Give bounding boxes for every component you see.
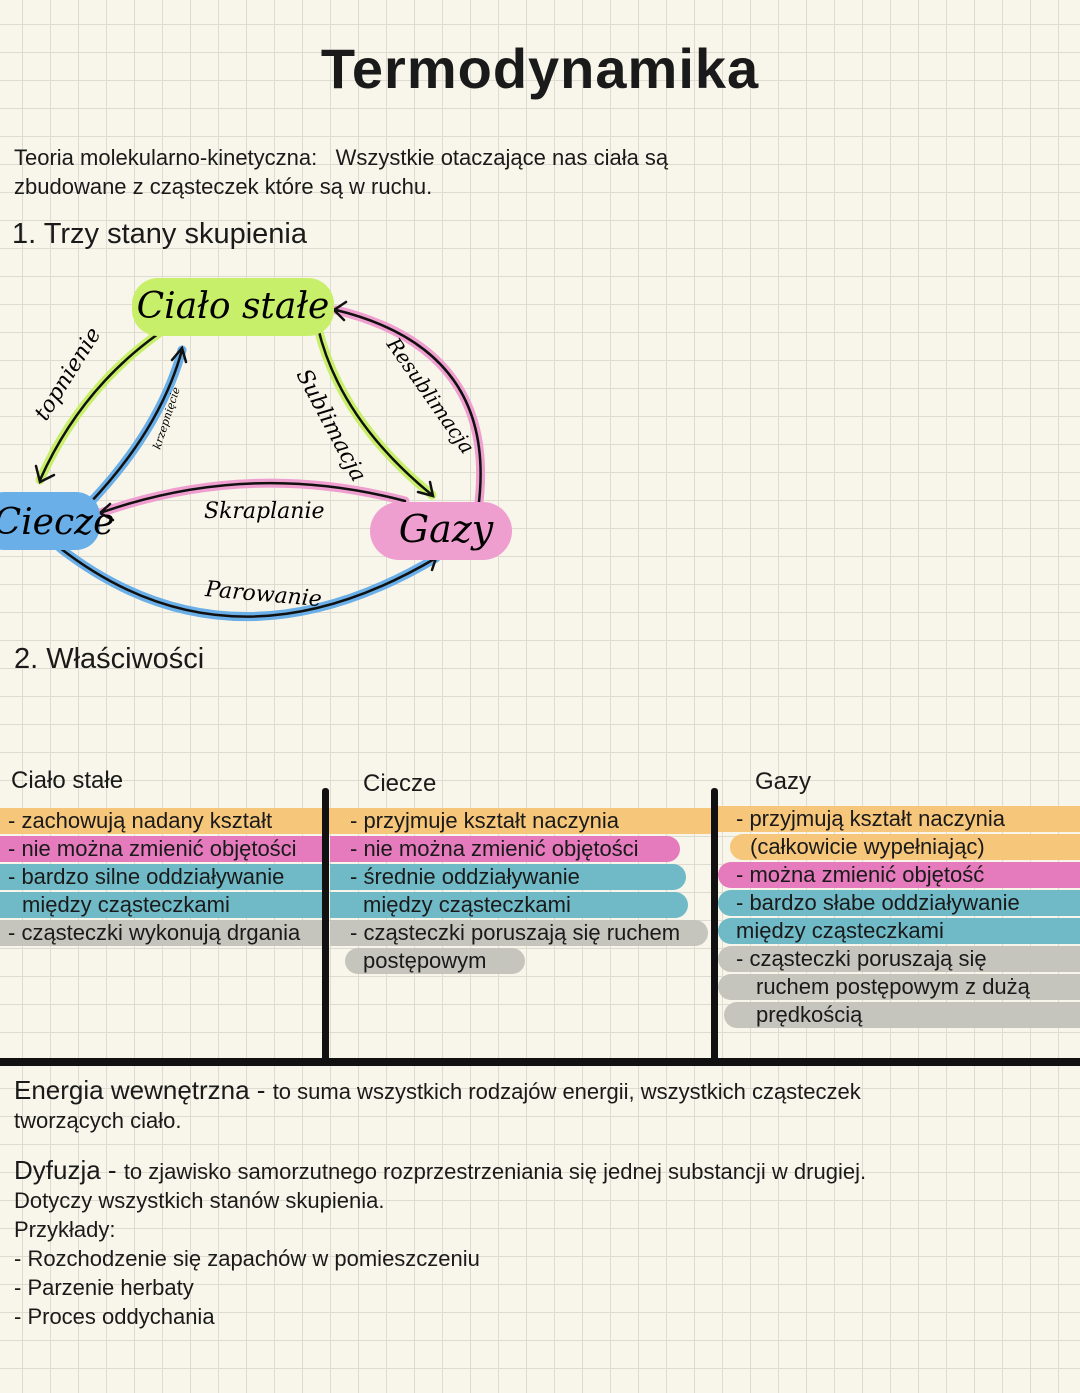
gas-property: (całkowicie wypełniając) bbox=[730, 834, 1080, 860]
diffusion-dash: - bbox=[100, 1155, 124, 1185]
diffusion-line-2: Dotyczy wszystkich stanów skupienia. bbox=[14, 1188, 385, 1213]
solid-property: - bardzo silne oddziaływanie bbox=[0, 864, 325, 890]
gas-property: ruchem postępowym z dużą bbox=[718, 974, 1080, 1000]
liquid-property: - przyjmuje kształt naczynia bbox=[330, 808, 718, 834]
example-item: - Parzenie herbaty bbox=[14, 1275, 194, 1300]
liquid-state-box bbox=[0, 492, 100, 550]
example-item: - Rozchodzenie się zapachów w pomieszcze… bbox=[14, 1246, 480, 1271]
section-1-heading: 1. Trzy stany skupienia bbox=[12, 218, 307, 250]
intro-line-1: Teoria molekularno-kinetyczna: Wszystkie… bbox=[14, 145, 669, 170]
solid-label: Ciało stałe bbox=[137, 286, 330, 327]
solid-property: - nie można zmienić objętości bbox=[0, 836, 325, 862]
solid-property: - zachowują nadany kształt bbox=[0, 808, 330, 834]
intro-line-2: zbudowane z cząsteczek które są w ruchu. bbox=[14, 174, 433, 199]
diffusion-definition: Dyfuzja - to zjawisko samorzutnego rozpr… bbox=[14, 1156, 1074, 1331]
energy-definition: Energia wewnętrzna - to suma wszystkich … bbox=[14, 1076, 1064, 1135]
solid-state-box bbox=[132, 278, 334, 336]
section-2-heading: 2. Właściwości bbox=[14, 643, 205, 675]
column-header-solid: Ciało stałe bbox=[11, 767, 124, 794]
energy-line-2: tworzących ciało. bbox=[14, 1108, 182, 1133]
energy-dash: - bbox=[249, 1075, 273, 1105]
gas-property: - można zmienić objętość bbox=[718, 862, 1080, 888]
solid-property: - cząsteczki wykonują drgania bbox=[0, 920, 325, 946]
liquid-property: postępowym bbox=[345, 948, 525, 974]
page-title: Termodynamika bbox=[320, 37, 760, 100]
condensation-label: Skraplanie bbox=[204, 499, 325, 524]
gas-property: prędkością bbox=[724, 1002, 1080, 1028]
gas-property: - bardzo słabe oddziaływanie bbox=[718, 890, 1080, 916]
intro-text: Teoria molekularno-kinetyczna: Wszystkie… bbox=[14, 143, 668, 201]
column-header-gas: Gazy bbox=[755, 768, 812, 795]
melting-label: topnienie bbox=[30, 323, 107, 425]
table-bottom-line bbox=[0, 1058, 1080, 1066]
gas-label: Gazy bbox=[399, 507, 494, 551]
gas-property: między cząsteczkami bbox=[718, 918, 1080, 944]
gas-state-box bbox=[370, 502, 512, 560]
sublimation-label: Sublimacja bbox=[291, 365, 371, 486]
energy-term: Energia wewnętrzna bbox=[14, 1075, 250, 1105]
solid-property: między cząsteczkami bbox=[0, 892, 325, 918]
gas-property: - przyjmują kształt naczynia bbox=[718, 806, 1080, 832]
liquid-property: - średnie oddziaływanie bbox=[330, 864, 686, 890]
column-divider bbox=[322, 788, 329, 1064]
column-divider bbox=[711, 788, 718, 1064]
liquid-property: między cząsteczkami bbox=[330, 892, 688, 918]
examples-label: Przykłady: bbox=[14, 1217, 116, 1242]
gas-property: - cząsteczki poruszają się bbox=[718, 946, 1080, 972]
liquid-label: Ciecze bbox=[0, 502, 114, 543]
column-header-liquid: Ciecze bbox=[363, 770, 437, 797]
liquid-property: - nie można zmienić objętości bbox=[330, 836, 680, 862]
states-diagram: Ciało stałe Ciecze Gazy topnienie krzepn… bbox=[0, 278, 512, 622]
energy-def: to suma wszystkich rodzajów energii, wsz… bbox=[272, 1079, 861, 1104]
liquid-property: - cząsteczki poruszają się ruchem bbox=[330, 920, 708, 946]
diffusion-term: Dyfuzja bbox=[14, 1155, 101, 1185]
example-item: - Proces oddychania bbox=[14, 1304, 215, 1329]
evaporation-label: Parowanie bbox=[203, 577, 323, 612]
diffusion-def: to zjawisko samorzutnego rozprzestrzenia… bbox=[123, 1159, 867, 1184]
